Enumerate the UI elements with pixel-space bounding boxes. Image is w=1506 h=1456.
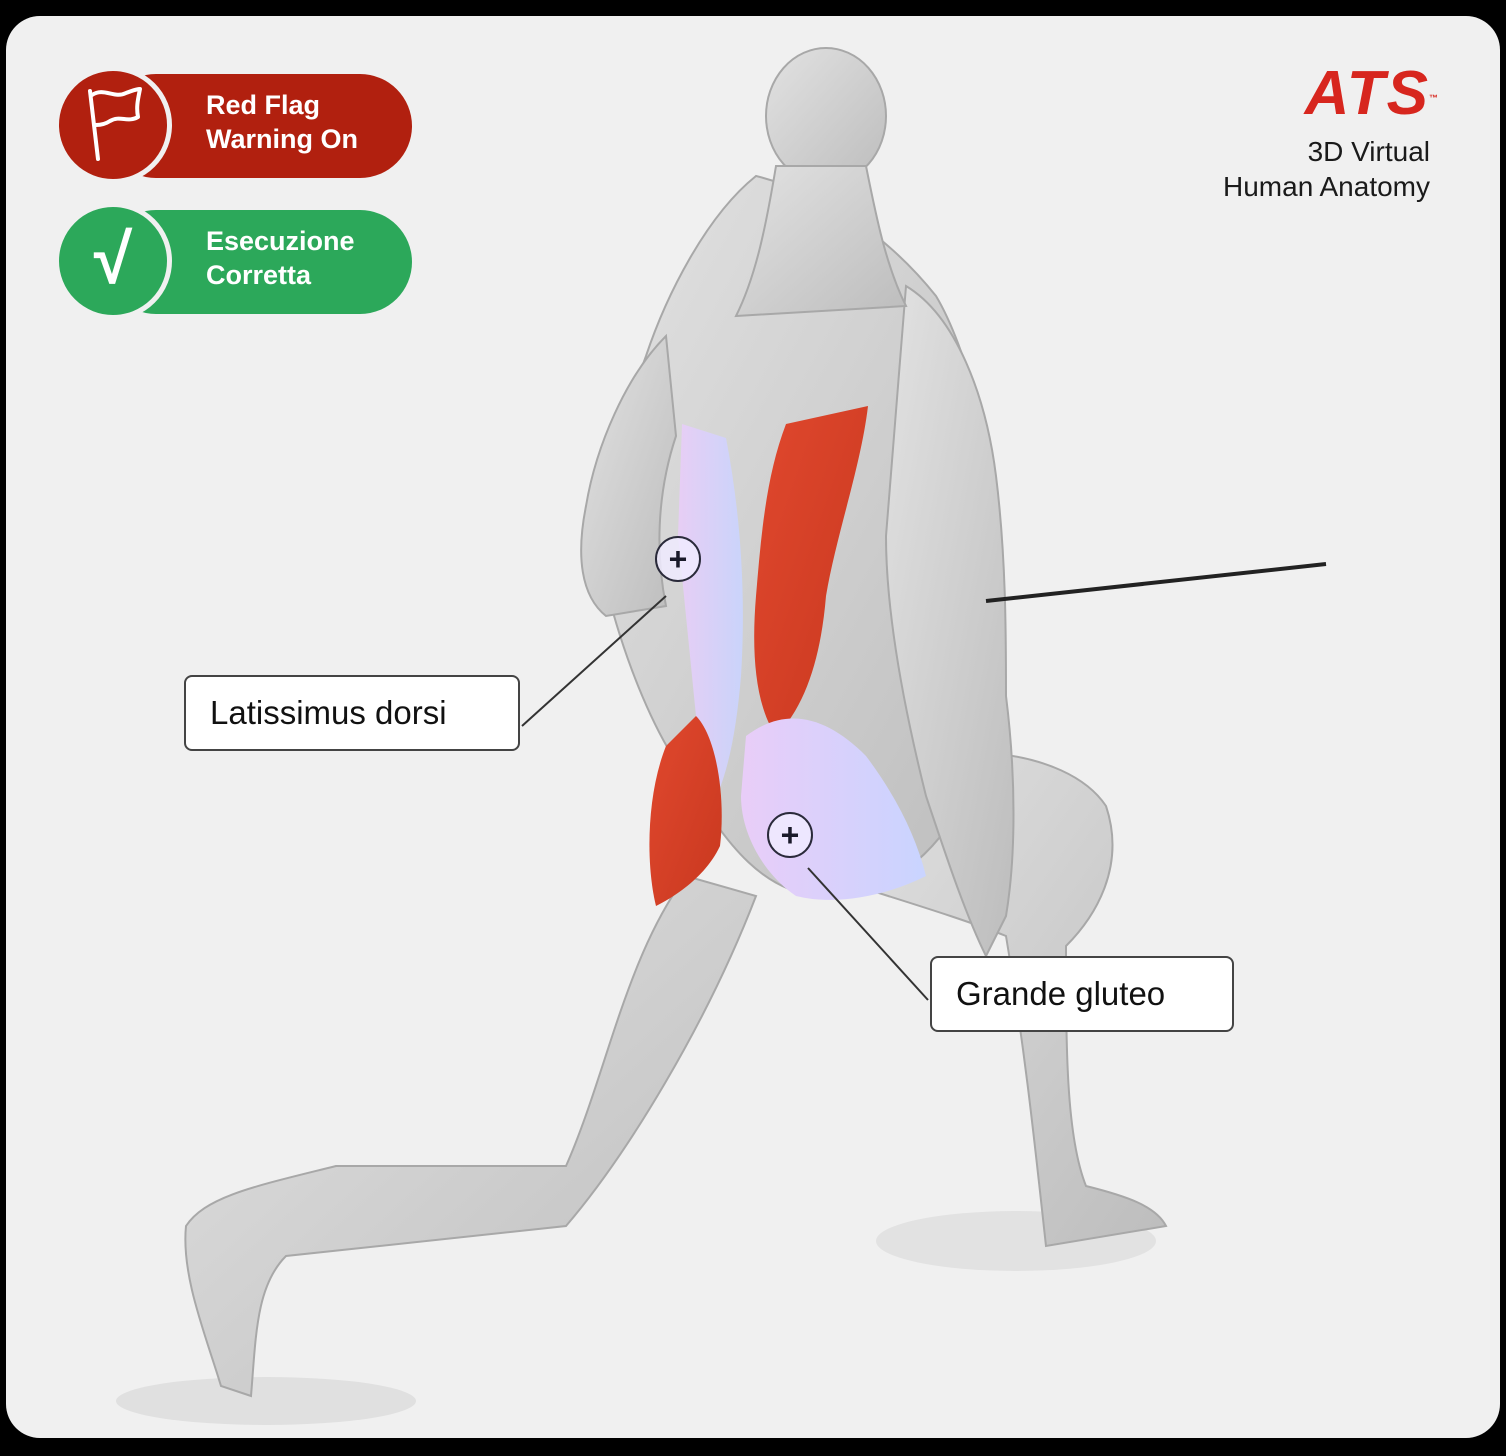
floor-shadow-back (116, 1377, 416, 1425)
anatomy-figure (116, 47, 1327, 1425)
latissimus-highlight-violet (678, 424, 743, 816)
flag-icon (54, 66, 172, 184)
cable-line (985, 562, 1327, 603)
latissimus-leader (521, 595, 667, 727)
anatomy-card: Red Flag Warning On √ Esecuzione Corrett… (6, 16, 1500, 1438)
neck (734, 165, 908, 318)
hamstring-highlight-red (649, 716, 722, 906)
right-arm (884, 284, 1015, 959)
brand-line2: Human Anatomy (1223, 171, 1430, 202)
correct-execution-line1: Esecuzione (206, 226, 355, 256)
red-flag-badge[interactable]: Red Flag Warning On (54, 66, 414, 184)
gluteus-label[interactable]: Grande gluteo (930, 956, 1234, 1032)
correct-execution-line2: Corretta (206, 260, 312, 290)
brand-subtitle: 3D Virtual Human Anatomy (1223, 134, 1430, 204)
gluteus-marker[interactable]: + (767, 812, 813, 858)
latissimus-label[interactable]: Latissimus dorsi (184, 675, 520, 751)
red-flag-line1: Red Flag (206, 90, 321, 120)
logo-text: ATS (1304, 59, 1430, 128)
gluteus-leader (807, 867, 929, 1001)
left-arm (580, 333, 678, 618)
brand-line1: 3D Virtual (1307, 136, 1430, 167)
checkmark-icon: √ (54, 202, 172, 320)
latissimus-marker[interactable]: + (655, 536, 701, 582)
trademark: ™ (1429, 93, 1440, 103)
correct-execution-badge[interactable]: √ Esecuzione Corretta (54, 202, 414, 320)
red-flag-line2: Warning On (206, 124, 358, 154)
correct-execution-text: Esecuzione Corretta (206, 224, 355, 292)
red-flag-text: Red Flag Warning On (206, 88, 358, 156)
head (765, 47, 887, 185)
back-leg (184, 874, 758, 1398)
latissimus-highlight-red (754, 406, 868, 736)
